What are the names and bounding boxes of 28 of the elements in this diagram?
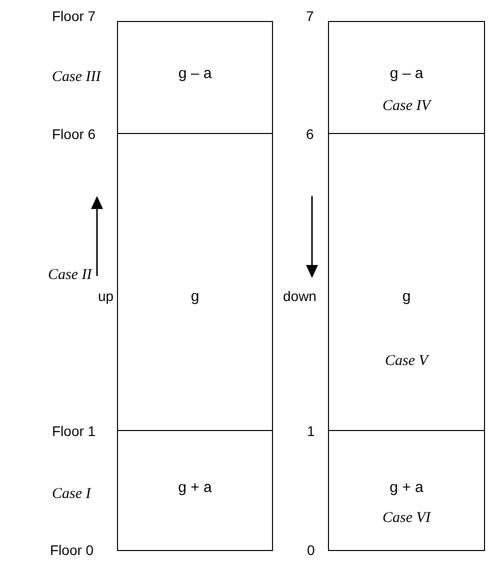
acceleration-label: g – a [388, 66, 424, 80]
elevator-shaft-section [328, 20, 485, 134]
acceleration-label: g + a [388, 480, 424, 494]
floor-label: Floor 7 [52, 9, 96, 23]
floor-label: Floor 6 [52, 127, 96, 141]
elevator-shaft-section [328, 430, 485, 550]
floor-label: up [98, 289, 114, 303]
floor-label: Floor 0 [50, 543, 94, 557]
elevator-shaft-section [117, 430, 273, 550]
elevator-shaft-section [117, 132, 273, 430]
floor-label: 0 [307, 543, 315, 557]
case-label: Case IV [382, 98, 433, 114]
floor-label: down [283, 289, 316, 303]
case-label: Case II [48, 268, 92, 283]
case-label: Case VI [382, 510, 432, 526]
floor-label: 1 [307, 424, 315, 438]
elevator-shaft-section [328, 132, 485, 430]
acceleration-label: g – a [177, 66, 213, 80]
acceleration-label: g + a [177, 480, 213, 494]
floor-label: 7 [306, 9, 314, 23]
case-label: Case III [52, 70, 101, 85]
elevator-shaft-section [117, 20, 273, 134]
floor-label: Floor 1 [52, 424, 96, 438]
acceleration-label: g [401, 288, 412, 304]
acceleration-label: g [190, 288, 200, 304]
case-label: Case V [384, 354, 430, 368]
case-label: Case I [52, 487, 91, 502]
floor-label: 6 [306, 127, 314, 141]
